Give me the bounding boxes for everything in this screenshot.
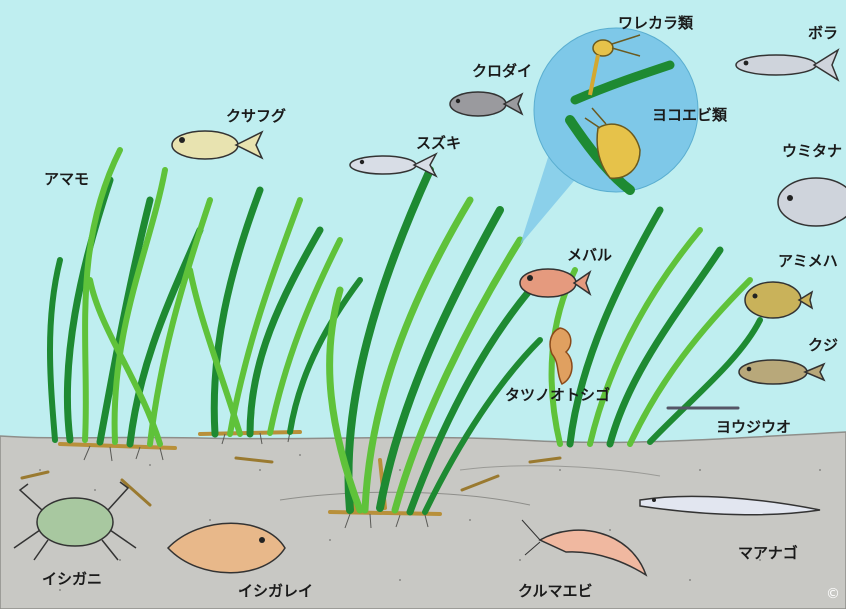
label-caprellid: ワレカラ類 xyxy=(618,14,694,32)
copyright-mark: © xyxy=(826,586,840,602)
label-eelgrass: アマモ xyxy=(44,170,89,188)
label-crab: イシガニ xyxy=(42,570,102,588)
label-filefish: アミメハ xyxy=(778,252,838,270)
label-conger: マアナゴ xyxy=(738,544,798,562)
label-mullet: ボラ xyxy=(808,24,838,42)
label-rockfish: メバル xyxy=(567,246,612,264)
umitanago xyxy=(778,178,846,226)
label-black-porgy: クロダイ xyxy=(472,62,532,80)
label-flounder: イシガレイ xyxy=(238,582,313,600)
label-pipefish: ヨウジウオ xyxy=(716,418,791,436)
label-seahorse: タツノオトシゴ xyxy=(505,386,610,404)
label-pufferfish: クサフグ xyxy=(226,107,286,125)
label-amphipod: ヨコエビ類 xyxy=(652,106,728,124)
label-umitanago: ウミタナ xyxy=(782,142,842,160)
label-prawn: クルマエビ xyxy=(518,582,593,600)
sandy-seabed xyxy=(0,432,846,609)
label-sea-bass: スズキ xyxy=(416,134,461,152)
label-kujime: クジ xyxy=(808,336,838,354)
